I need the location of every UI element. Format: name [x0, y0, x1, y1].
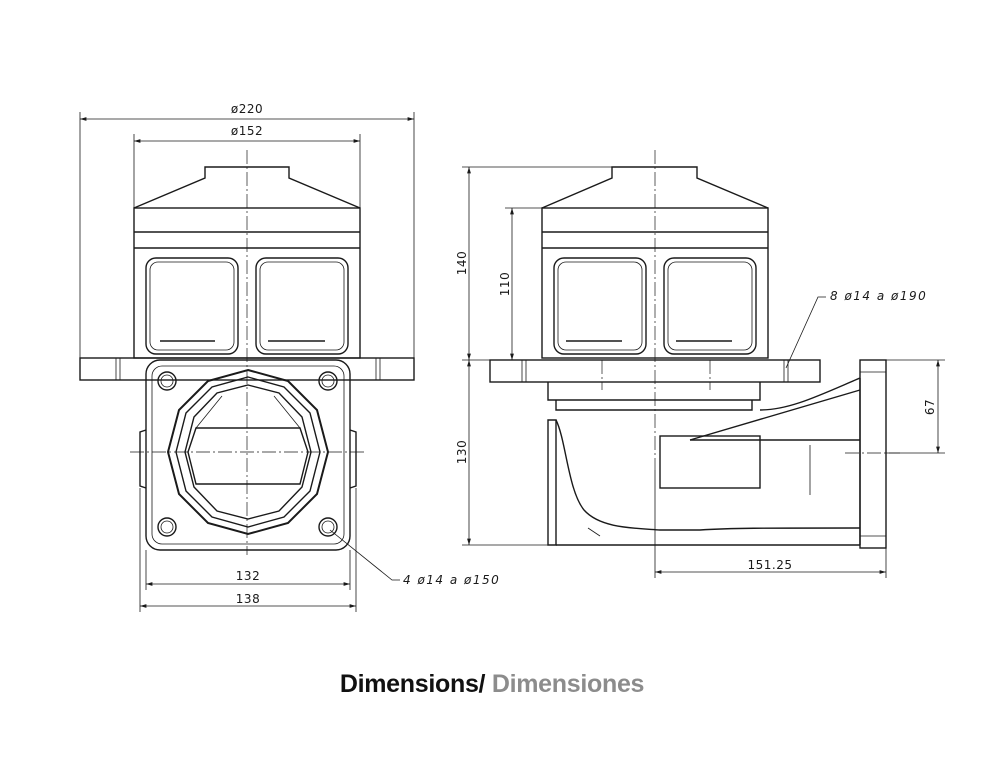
- front-view: [79, 150, 415, 555]
- dim-height-130: 130: [455, 440, 469, 464]
- front-view-dimensions: [79, 112, 415, 612]
- side-view-dimensions: [462, 166, 945, 578]
- dim-height-140: 140: [455, 251, 469, 275]
- dim-width-138: 138: [236, 592, 260, 606]
- dim-height-110: 110: [498, 272, 512, 296]
- note-bottom-holes: 4 ø14 a ø150: [403, 573, 500, 587]
- caption-spanish: Dimensiones: [485, 670, 645, 698]
- dim-height-67: 67: [923, 399, 937, 415]
- caption: Dimensions/ Dimensiones: [0, 670, 984, 699]
- dim-diameter-152: ø152: [231, 124, 263, 138]
- side-view: [489, 150, 900, 549]
- caption-english: Dimensions/: [339, 670, 486, 698]
- dim-width-132: 132: [236, 569, 260, 583]
- dim-diameter-220: ø220: [231, 102, 263, 116]
- dim-length-151-25: 151.25: [748, 558, 793, 572]
- note-top-holes: 8 ø14 a ø190: [830, 289, 927, 303]
